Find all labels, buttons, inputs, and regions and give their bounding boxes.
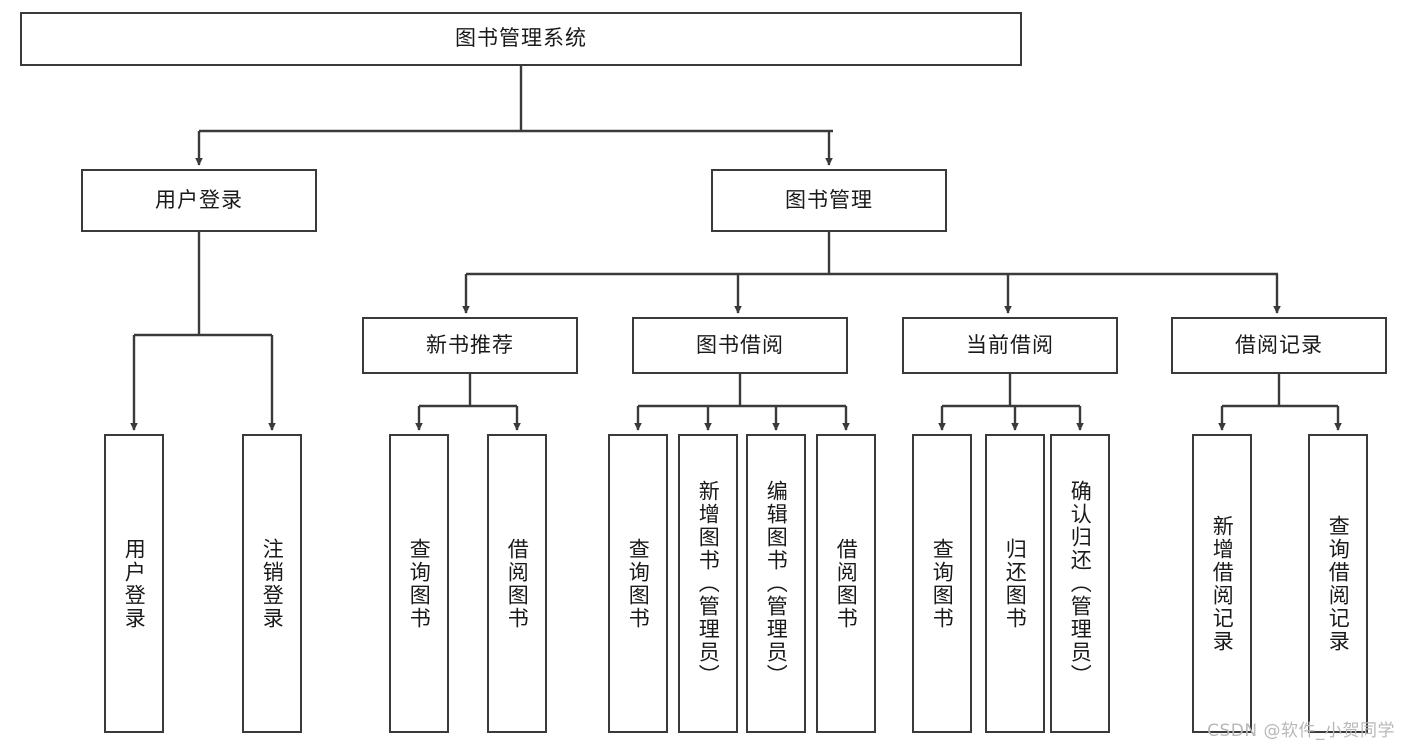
leaf-label: 借阅图书 (505, 537, 530, 630)
node-user-login[interactable]: 用户登录 (81, 169, 317, 232)
leaf-label: 注销登录 (260, 537, 285, 630)
node-leaf-add-book-admin[interactable]: 新增图书（管理员） (678, 434, 738, 733)
node-book-management-system[interactable]: 图书管理系统 (20, 12, 1022, 66)
node-book-borrow[interactable]: 图书借阅 (632, 317, 848, 374)
node-leaf-query-book-current[interactable]: 查询图书 (912, 434, 972, 733)
leaf-label: 确认归还（管理员） (1068, 480, 1093, 687)
leaf-label: 归还图书 (1003, 537, 1028, 630)
leaf-label: 查询借阅记录 (1326, 514, 1351, 653)
node-leaf-return-book[interactable]: 归还图书 (985, 434, 1045, 733)
leaf-label: 查询图书 (930, 537, 955, 630)
leaf-label: 查询图书 (626, 537, 651, 630)
leaf-label: 借阅图书 (834, 537, 859, 630)
node-book-management[interactable]: 图书管理 (711, 169, 947, 232)
node-leaf-query-book-borrow[interactable]: 查询图书 (608, 434, 668, 733)
node-leaf-borrow-book-new-recommend[interactable]: 借阅图书 (487, 434, 547, 733)
node-leaf-edit-book-admin[interactable]: 编辑图书（管理员） (746, 434, 806, 733)
node-leaf-confirm-return-admin[interactable]: 确认归还（管理员） (1050, 434, 1110, 733)
node-leaf-query-borrow-record[interactable]: 查询借阅记录 (1308, 434, 1368, 733)
node-current-borrow[interactable]: 当前借阅 (902, 317, 1118, 374)
leaf-label: 新增图书（管理员） (696, 480, 721, 687)
node-leaf-borrow-book[interactable]: 借阅图书 (816, 434, 876, 733)
node-leaf-user-login[interactable]: 用户登录 (104, 434, 164, 733)
node-leaf-logout-login[interactable]: 注销登录 (242, 434, 302, 733)
node-leaf-add-borrow-record[interactable]: 新增借阅记录 (1192, 434, 1252, 733)
leaf-label: 查询图书 (407, 537, 432, 630)
node-new-book-recommend[interactable]: 新书推荐 (362, 317, 578, 374)
node-borrow-record[interactable]: 借阅记录 (1171, 317, 1387, 374)
leaf-label: 用户登录 (122, 537, 147, 630)
leaf-label: 编辑图书（管理员） (764, 480, 789, 687)
watermark: CSDN @软件_小贺同学 (1207, 721, 1395, 741)
node-leaf-query-book-new-recommend[interactable]: 查询图书 (389, 434, 449, 733)
leaf-label: 新增借阅记录 (1210, 514, 1235, 653)
